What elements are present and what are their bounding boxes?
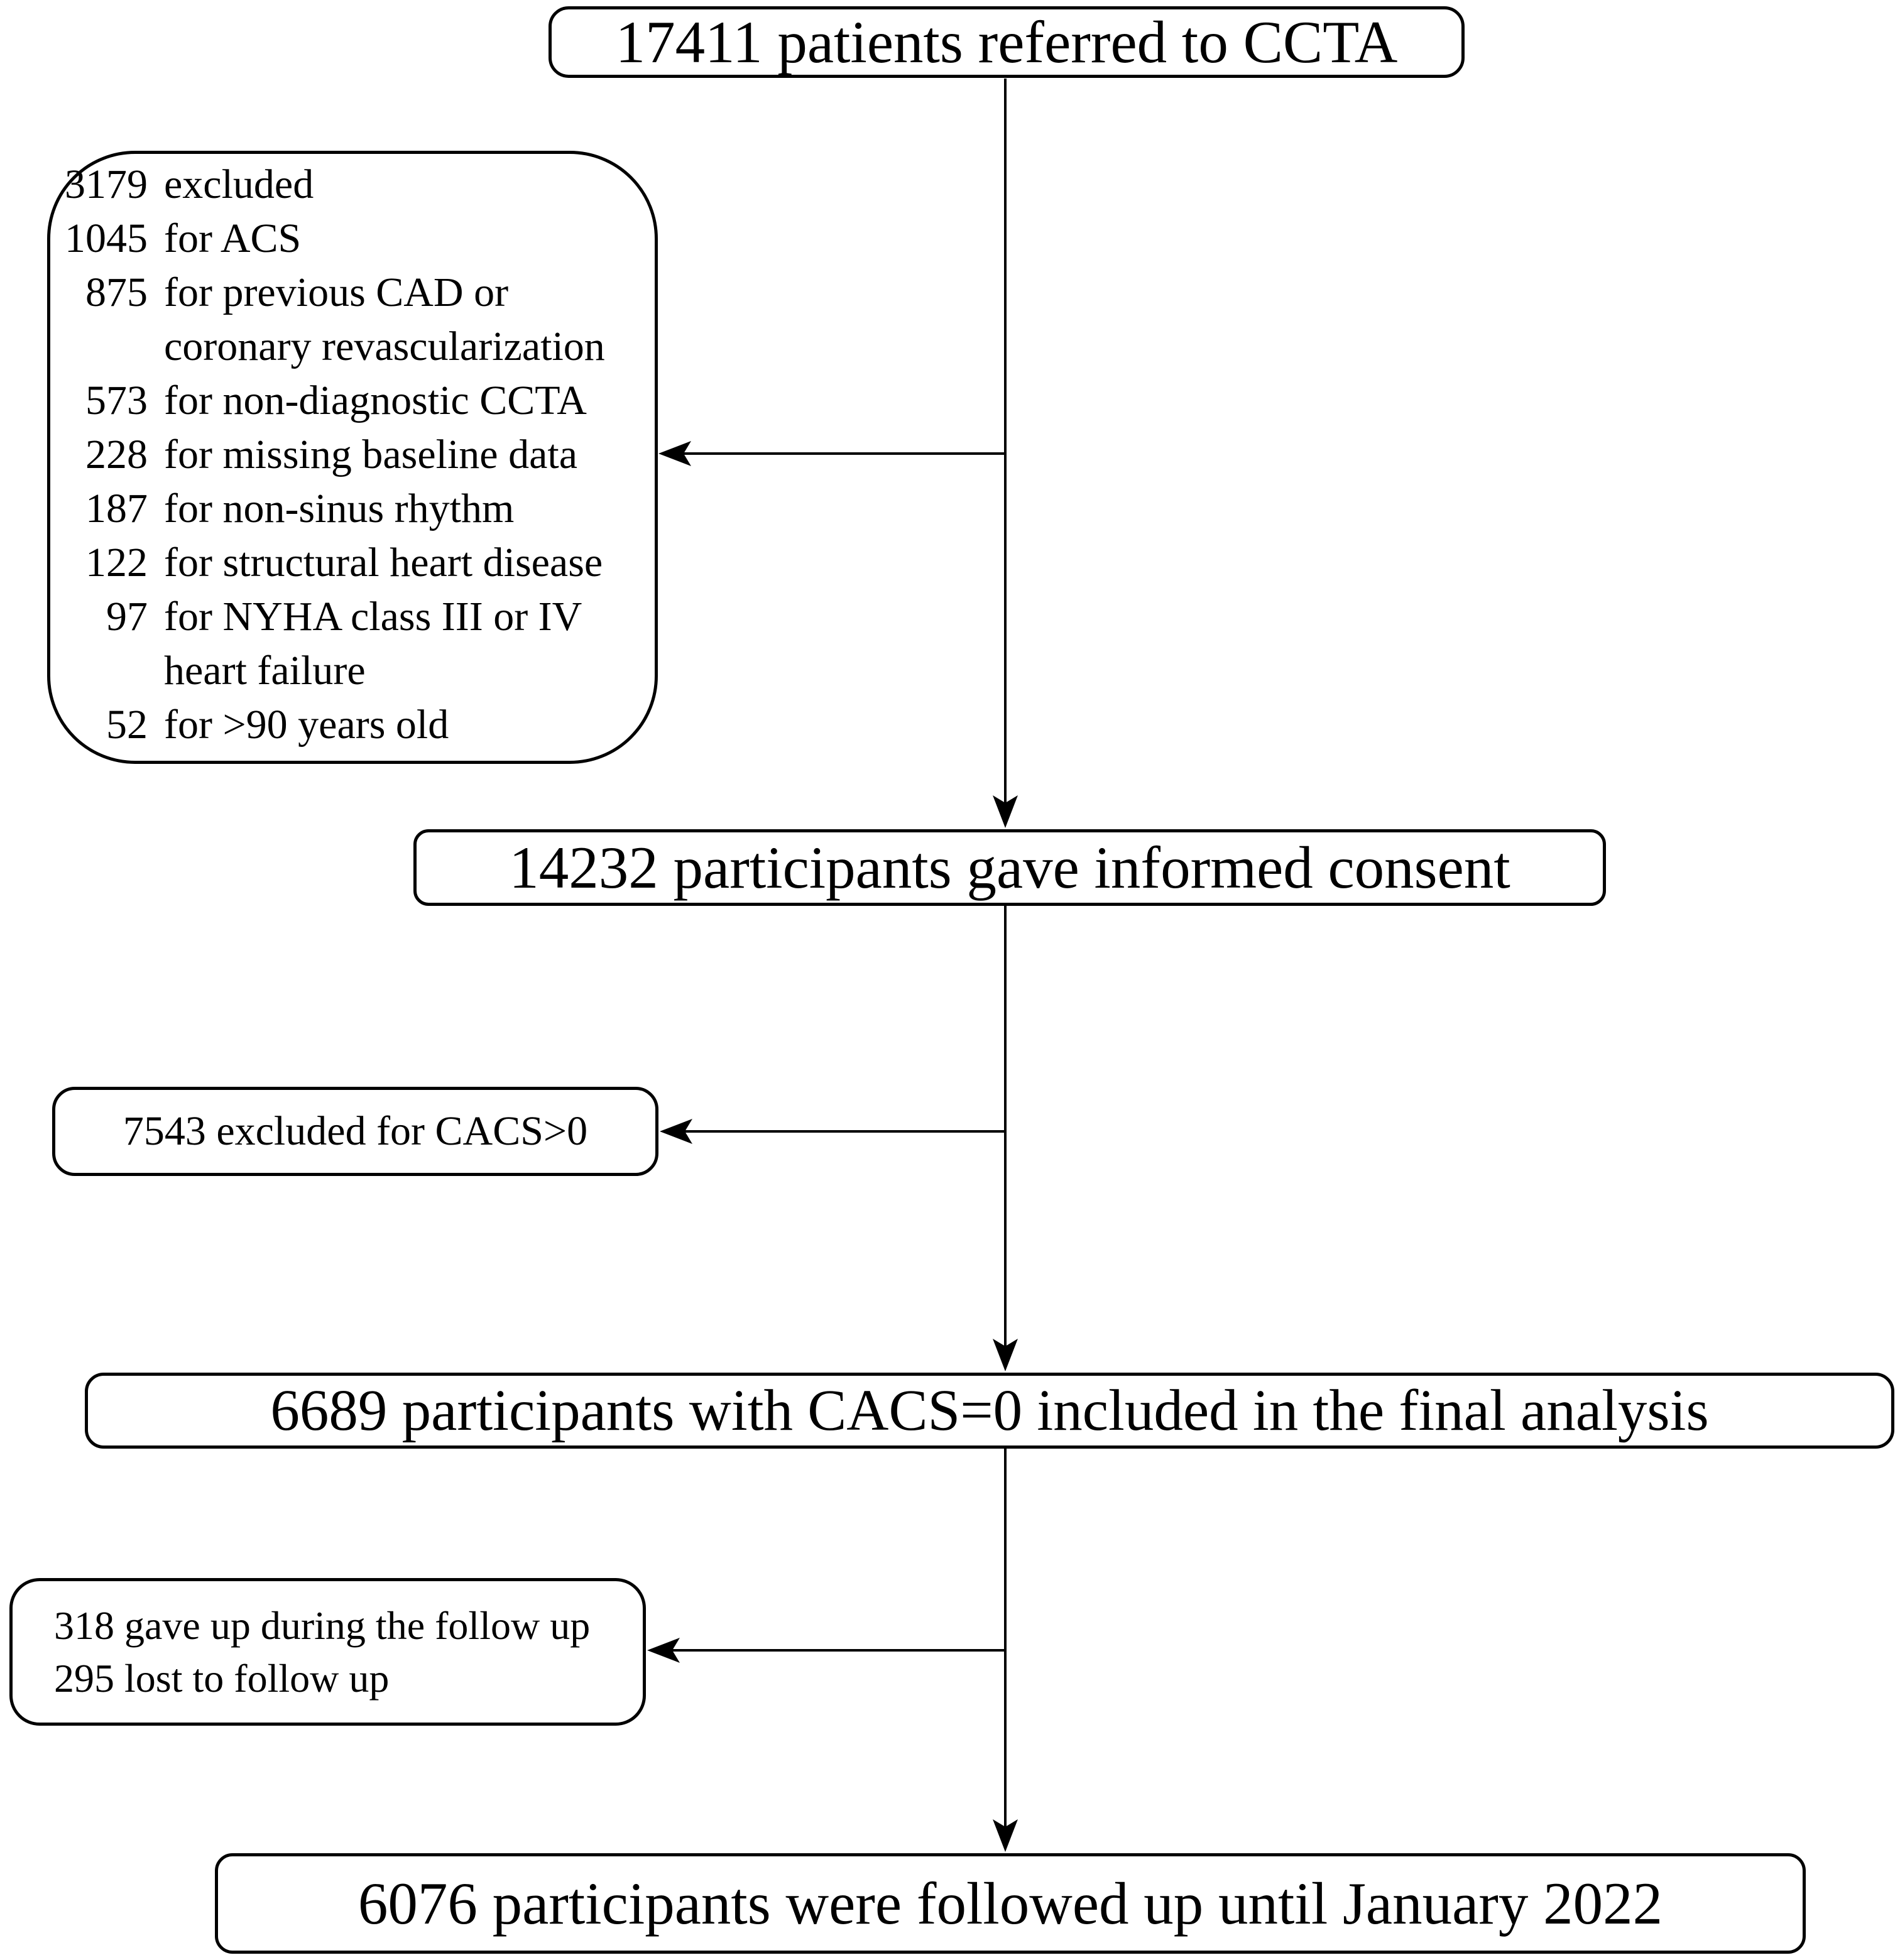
box-informed-consent: 14232 participants gave informed consent (413, 829, 1606, 906)
exclusion-reason: for >90 years old (164, 702, 449, 748)
exclusion-count: 97 (106, 594, 148, 640)
exclusion-reason: heart failure (164, 648, 366, 694)
exclusion-row: 875 for previous CAD or (50, 266, 655, 320)
lost-followup-line: 318 gave up during the follow up (54, 1603, 591, 1648)
arrowhead-excluded3 (647, 1638, 680, 1663)
box-excluded-cacs: 7543 excluded for CACS>0 (52, 1087, 658, 1176)
exclusion-row: 122 for structural heart disease (50, 536, 655, 590)
exclusion-row: 3179 excluded (50, 158, 655, 212)
arrowhead-excluded2 (660, 1119, 692, 1144)
exclusion-count: 122 (85, 540, 148, 585)
exclusion-row: 187 for non-sinus rhythm (50, 482, 655, 536)
exclusion-count: 3179 (65, 161, 148, 207)
exclusion-reason: for ACS (164, 215, 302, 261)
exclusion-count: 228 (85, 432, 148, 477)
exclusion-list: 3179 excluded 1045 for ACS 875 for previ… (50, 154, 655, 752)
exclusion-count: 52 (106, 702, 148, 748)
exclusion-count: 187 (85, 486, 148, 531)
arrowhead-followup (993, 1819, 1018, 1852)
exclusion-reason: for non-diagnostic CCTA (164, 378, 587, 423)
exclusion-count: 1045 (65, 215, 148, 261)
exclusion-row: 228 for missing baseline data (50, 428, 655, 482)
box-followed-up-text: 6076 participants were followed up until… (358, 1870, 1663, 1937)
exclusion-row: 52 for >90 years old (50, 698, 655, 752)
exclusion-reason: for structural heart disease (164, 540, 603, 585)
exclusion-count: 875 (85, 270, 148, 315)
exclusion-row: 573 for non-diagnostic CCTA (50, 374, 655, 428)
exclusion-reason: for previous CAD or (164, 270, 509, 315)
arrowhead-final (993, 1339, 1018, 1371)
exclusion-reason: coronary revascularization (164, 324, 605, 369)
exclusion-count: 573 (85, 378, 148, 423)
exclusion-reason: for non-sinus rhythm (164, 486, 515, 531)
box-followed-up: 6076 participants were followed up until… (215, 1853, 1806, 1954)
box-patients-referred-text: 17411 patients referred to CCTA (615, 9, 1398, 75)
box-informed-consent-text: 14232 participants gave informed consent (509, 834, 1510, 901)
exclusion-reason: for missing baseline data (164, 432, 578, 477)
exclusion-row-continuation: heart failure (50, 644, 655, 698)
exclusion-reason: excluded (164, 161, 314, 207)
lost-followup-line: 295 lost to follow up (54, 1655, 390, 1701)
box-excluded-baseline: 3179 excluded 1045 for ACS 875 for previ… (47, 151, 658, 764)
box-excluded-cacs-text: 7543 excluded for CACS>0 (123, 1108, 588, 1154)
box-final-analysis-text: 6689 participants with CACS=0 included i… (270, 1378, 1709, 1443)
exclusion-reason: for NYHA class III or IV (164, 594, 582, 640)
exclusion-row: 97 for NYHA class III or IV (50, 590, 655, 644)
exclusion-row-continuation: coronary revascularization (50, 320, 655, 374)
box-final-analysis: 6689 participants with CACS=0 included i… (85, 1373, 1894, 1449)
box-patients-referred: 17411 patients referred to CCTA (549, 6, 1465, 78)
arrowhead-excluded1 (658, 441, 691, 466)
exclusion-row: 1045 for ACS (50, 212, 655, 266)
box-lost-followup: 318 gave up during the follow up 295 los… (9, 1578, 646, 1726)
arrowhead-consent (993, 795, 1018, 828)
